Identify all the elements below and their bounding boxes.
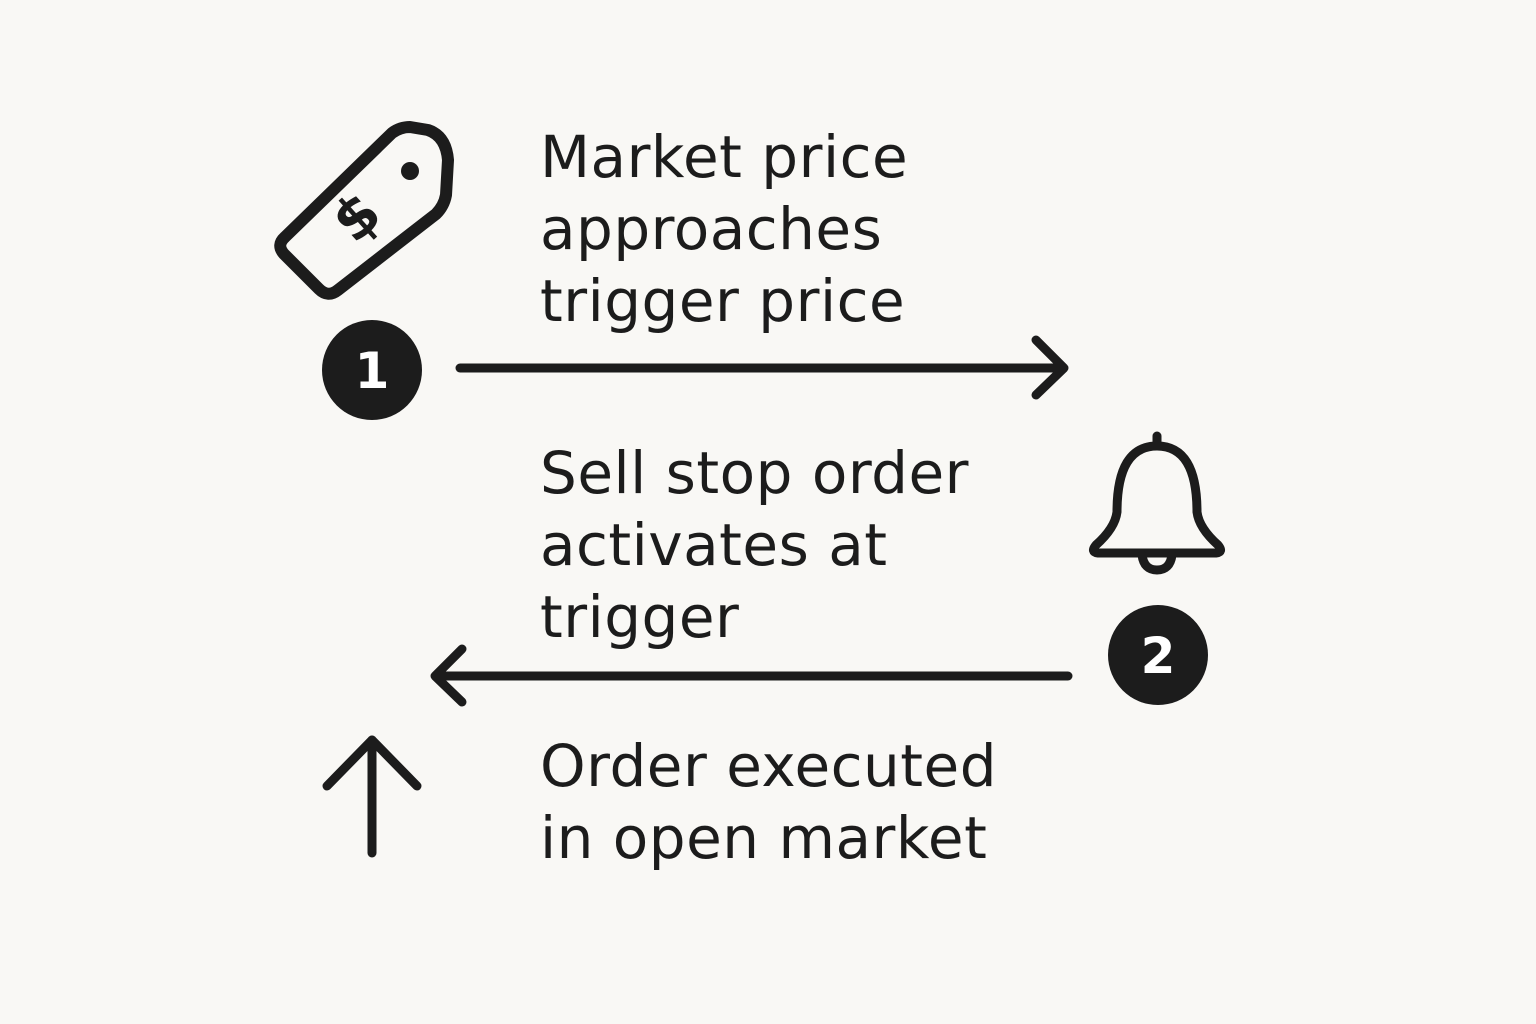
- left-arrow: [430, 644, 1073, 707]
- step-2-number: 2: [1141, 627, 1176, 685]
- step-1-description: Market price approaches trigger price: [540, 121, 908, 337]
- step-1-line: trigger price: [540, 267, 906, 335]
- up-arrow-icon: [322, 735, 422, 858]
- bell-icon: [1088, 431, 1226, 575]
- price-tag-dollar-icon: [274, 121, 454, 300]
- right-arrow: [455, 335, 1069, 400]
- step-2-line: Sell stop order: [540, 439, 970, 507]
- step-3-line: in open market: [540, 804, 988, 872]
- step-2-description: Sell stop order activates at trigger: [540, 437, 969, 653]
- step-1-number: 1: [355, 342, 390, 400]
- step-2-line: trigger: [540, 583, 740, 651]
- step-1-line: approaches: [540, 195, 883, 263]
- step-1-badge: 1: [322, 320, 422, 420]
- step-2-badge: 2: [1108, 605, 1208, 705]
- step-3-line: Order executed: [540, 732, 998, 800]
- step-3-description: Order executed in open market: [540, 730, 997, 874]
- step-1-line: Market price: [540, 123, 909, 191]
- step-2-line: activates at: [540, 511, 888, 579]
